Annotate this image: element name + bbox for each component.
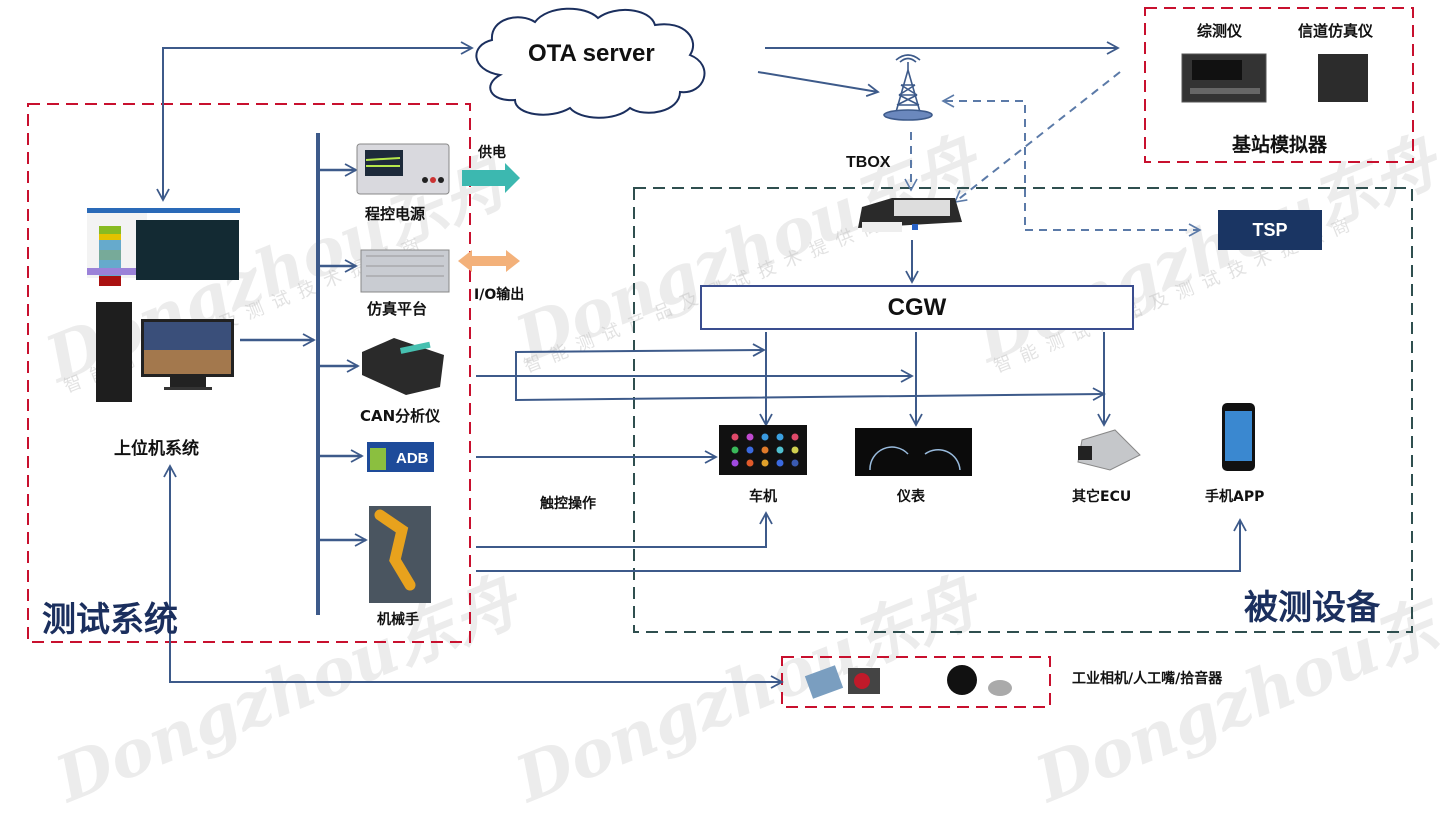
phone-app-label: 手机APP bbox=[1205, 489, 1265, 505]
simulation-platform-label: 仿真平台 bbox=[367, 300, 428, 318]
power-supply-label: 程控电源 bbox=[365, 205, 426, 223]
adb-logo: ADB bbox=[367, 442, 434, 472]
base-station-to-tbox-dashed bbox=[953, 71, 1121, 204]
io-arrow bbox=[458, 250, 520, 272]
microphone-device bbox=[988, 680, 1012, 696]
host-software-screen bbox=[87, 208, 240, 286]
robot-to-phone-line bbox=[476, 518, 1247, 572]
peripherals-label: 工业相机/人工嘴/拾音器 bbox=[1072, 671, 1223, 687]
instrument-cluster-device bbox=[855, 428, 972, 476]
cgw-box: CGW bbox=[700, 285, 1134, 330]
host-to-ota-line bbox=[162, 41, 474, 200]
diagram-canvas: ADB bbox=[27, 7, 1414, 708]
can-analyzer-device bbox=[362, 338, 444, 395]
cloud-shape bbox=[475, 7, 706, 119]
can-to-headunit-line bbox=[515, 343, 766, 376]
programmable-power-supply-device bbox=[356, 143, 450, 195]
simulation-platform-device bbox=[360, 249, 450, 293]
can-to-ecu-line bbox=[515, 376, 1106, 402]
host-to-peripherals-line bbox=[169, 468, 784, 689]
host-pc bbox=[96, 302, 234, 402]
channel-emulator-device bbox=[1318, 54, 1368, 102]
test-system-title: 测试系统 bbox=[42, 600, 178, 640]
artificial-mouth-device bbox=[947, 665, 977, 695]
can-analyzer-label: CAN分析仪 bbox=[360, 407, 441, 425]
robot-arm-device bbox=[369, 506, 431, 603]
ecu-device bbox=[1077, 429, 1141, 471]
tbox-label: TBOX bbox=[846, 154, 891, 171]
power-arrow bbox=[462, 163, 520, 193]
power-connection-label: 供电 bbox=[478, 145, 506, 161]
test-system-group bbox=[27, 103, 471, 643]
host-system-label: 上位机系统 bbox=[114, 439, 199, 459]
comprehensive-tester-label: 综测仪 bbox=[1197, 22, 1243, 40]
base-station-group-label: 基站模拟器 bbox=[1232, 134, 1328, 156]
other-ecu-label: 其它ECU bbox=[1072, 489, 1132, 505]
ota-server-label: OTA server bbox=[528, 40, 655, 67]
cluster-label: 仪表 bbox=[897, 489, 925, 505]
tbox-device bbox=[858, 198, 962, 232]
io-connection-label: I/O输出 bbox=[474, 287, 525, 303]
comprehensive-tester-device bbox=[1181, 53, 1267, 103]
head-unit-label: 车机 bbox=[749, 489, 777, 505]
head-unit-device bbox=[719, 425, 807, 475]
smartphone-device bbox=[1222, 403, 1255, 471]
industrial-camera-device bbox=[804, 665, 880, 699]
svg-text:ADB: ADB bbox=[396, 450, 429, 467]
channel-emulator-label: 信道仿真仪 bbox=[1298, 22, 1374, 40]
robot-arm-label: 机械手 bbox=[377, 612, 419, 628]
base-station-group bbox=[1144, 7, 1414, 163]
dut-group bbox=[633, 187, 1413, 633]
tsp-box: TSP bbox=[1218, 210, 1322, 250]
touch-operation-label: 触控操作 bbox=[540, 496, 596, 512]
robot-to-headunit-line bbox=[476, 511, 773, 548]
ota-to-tower-line bbox=[757, 71, 880, 97]
cell-tower-icon bbox=[883, 54, 933, 121]
dut-title: 被测设备 bbox=[1244, 588, 1380, 628]
